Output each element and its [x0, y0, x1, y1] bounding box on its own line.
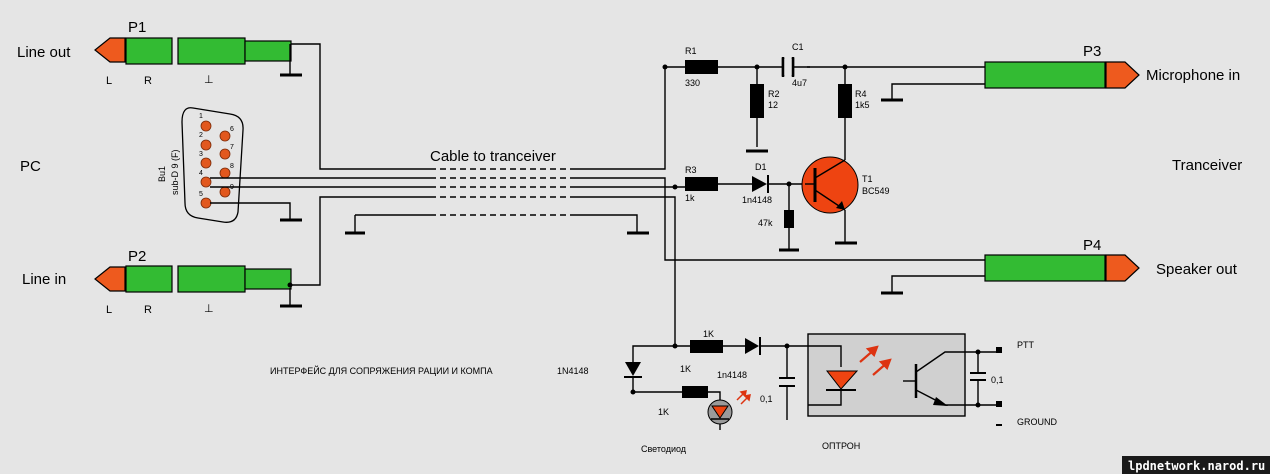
- led-label: Светодиод: [641, 444, 687, 454]
- resistor-1k-top: [690, 340, 723, 353]
- db9-type-label: sub-D 9 (F): [170, 149, 180, 195]
- r4-value: 1k5: [855, 100, 870, 110]
- transistor-t1: [801, 156, 859, 214]
- resistor-1k-top-label: 1K: [703, 329, 714, 339]
- website-badge: [1122, 456, 1270, 474]
- optocoupler-light-arrows: [859, 345, 892, 376]
- cap-left-label: 0,1: [760, 394, 773, 404]
- cable-dashed: [430, 168, 570, 216]
- p2-r-label: R: [144, 304, 152, 316]
- d1-label: D1: [755, 162, 767, 172]
- p1-gnd-label: ⊥: [204, 74, 214, 86]
- diode-1n4148-low-label: 1n4148: [717, 370, 747, 380]
- optron-label: ОПТРОН: [822, 441, 860, 451]
- c1-value: 4u7: [792, 78, 807, 88]
- speaker-out-label: Speaker out: [1156, 261, 1238, 278]
- db9-pin-6: 6: [230, 126, 234, 133]
- ground-terminal: [996, 401, 1002, 407]
- resistor-1k-low-label: 1K: [658, 407, 669, 417]
- website-label: lpdnetwork.narod.ru: [1128, 459, 1265, 473]
- resistor-47k: [784, 210, 794, 228]
- line-out-label: Line out: [17, 44, 71, 61]
- db9-pin-2: 2: [199, 132, 203, 139]
- p2-label: P2: [128, 248, 146, 265]
- cable-wires-left: [210, 43, 430, 308]
- resistor-r1: [685, 60, 718, 74]
- tranceiver-label: Tranceiver: [1172, 157, 1242, 174]
- p1-r-label: R: [144, 75, 152, 87]
- bu1-label: Bu1: [157, 166, 167, 182]
- resistor-r2: [750, 84, 764, 118]
- t1-label: T1: [862, 174, 873, 184]
- r1-label: R1: [685, 46, 697, 56]
- resistor-r3: [685, 177, 718, 191]
- p3-label: P3: [1083, 43, 1101, 60]
- r1-value: 330: [685, 78, 700, 88]
- optocoupler-led: [825, 370, 859, 390]
- cable-wires-right: [570, 66, 985, 347]
- db9-pin-5: 5: [199, 191, 203, 198]
- t1-value: BC549: [862, 186, 890, 196]
- resistor-1k-low: [682, 386, 708, 398]
- db9-connector: [181, 107, 244, 223]
- ptt-label: PTT: [1017, 340, 1035, 350]
- diode-d1: [752, 176, 767, 192]
- cable-label: Cable to tranceiver: [430, 148, 556, 165]
- interface-title: ИНТЕРФЕЙС ДЛЯ СОПРЯЖЕНИЯ РАЦИИ И КОМПА: [270, 365, 493, 376]
- r47k-label: 47k: [758, 218, 773, 228]
- db9-pin-3: 3: [199, 151, 203, 158]
- p2-gnd-label: ⊥: [204, 303, 214, 315]
- p1-label: P1: [128, 19, 146, 36]
- r3-value: 1k: [685, 193, 695, 203]
- d1-value: 1n4148: [742, 195, 772, 205]
- db9-pin-4: 4: [199, 170, 203, 177]
- plug-p2: [94, 265, 292, 293]
- ptt-terminal: [996, 347, 1002, 353]
- microphone-in-label: Microphone in: [1146, 67, 1240, 84]
- r3-label: R3: [685, 165, 697, 175]
- r4-label: R4: [855, 89, 867, 99]
- p1-l-label: L: [106, 75, 112, 87]
- led-light-arrows: [736, 390, 751, 405]
- resistor-r4: [838, 84, 852, 118]
- db9-pin-8: 8: [230, 163, 234, 170]
- pc-label: PC: [20, 158, 41, 175]
- cap-right-label: 0,1: [991, 375, 1004, 385]
- diode-1n4148-label: 1N4148: [557, 366, 589, 376]
- line-in-label: Line in: [22, 271, 66, 288]
- diode-ptt: [745, 338, 759, 354]
- p2-l-label: L: [106, 304, 112, 316]
- db9-pin-1: 1: [199, 113, 203, 120]
- r2-label: R2: [768, 89, 780, 99]
- r2-value: 12: [768, 100, 778, 110]
- plug-p1: [94, 37, 292, 65]
- plug-p4: [984, 254, 1140, 282]
- c1-label: C1: [792, 42, 804, 52]
- p4-label: P4: [1083, 237, 1101, 254]
- resistor-1k-mid-label: 1K: [680, 364, 691, 374]
- diode-left: [625, 362, 641, 376]
- plug-p3: [984, 61, 1140, 89]
- ground-label: GROUND: [1017, 417, 1057, 427]
- db9-pin-7: 7: [230, 144, 234, 151]
